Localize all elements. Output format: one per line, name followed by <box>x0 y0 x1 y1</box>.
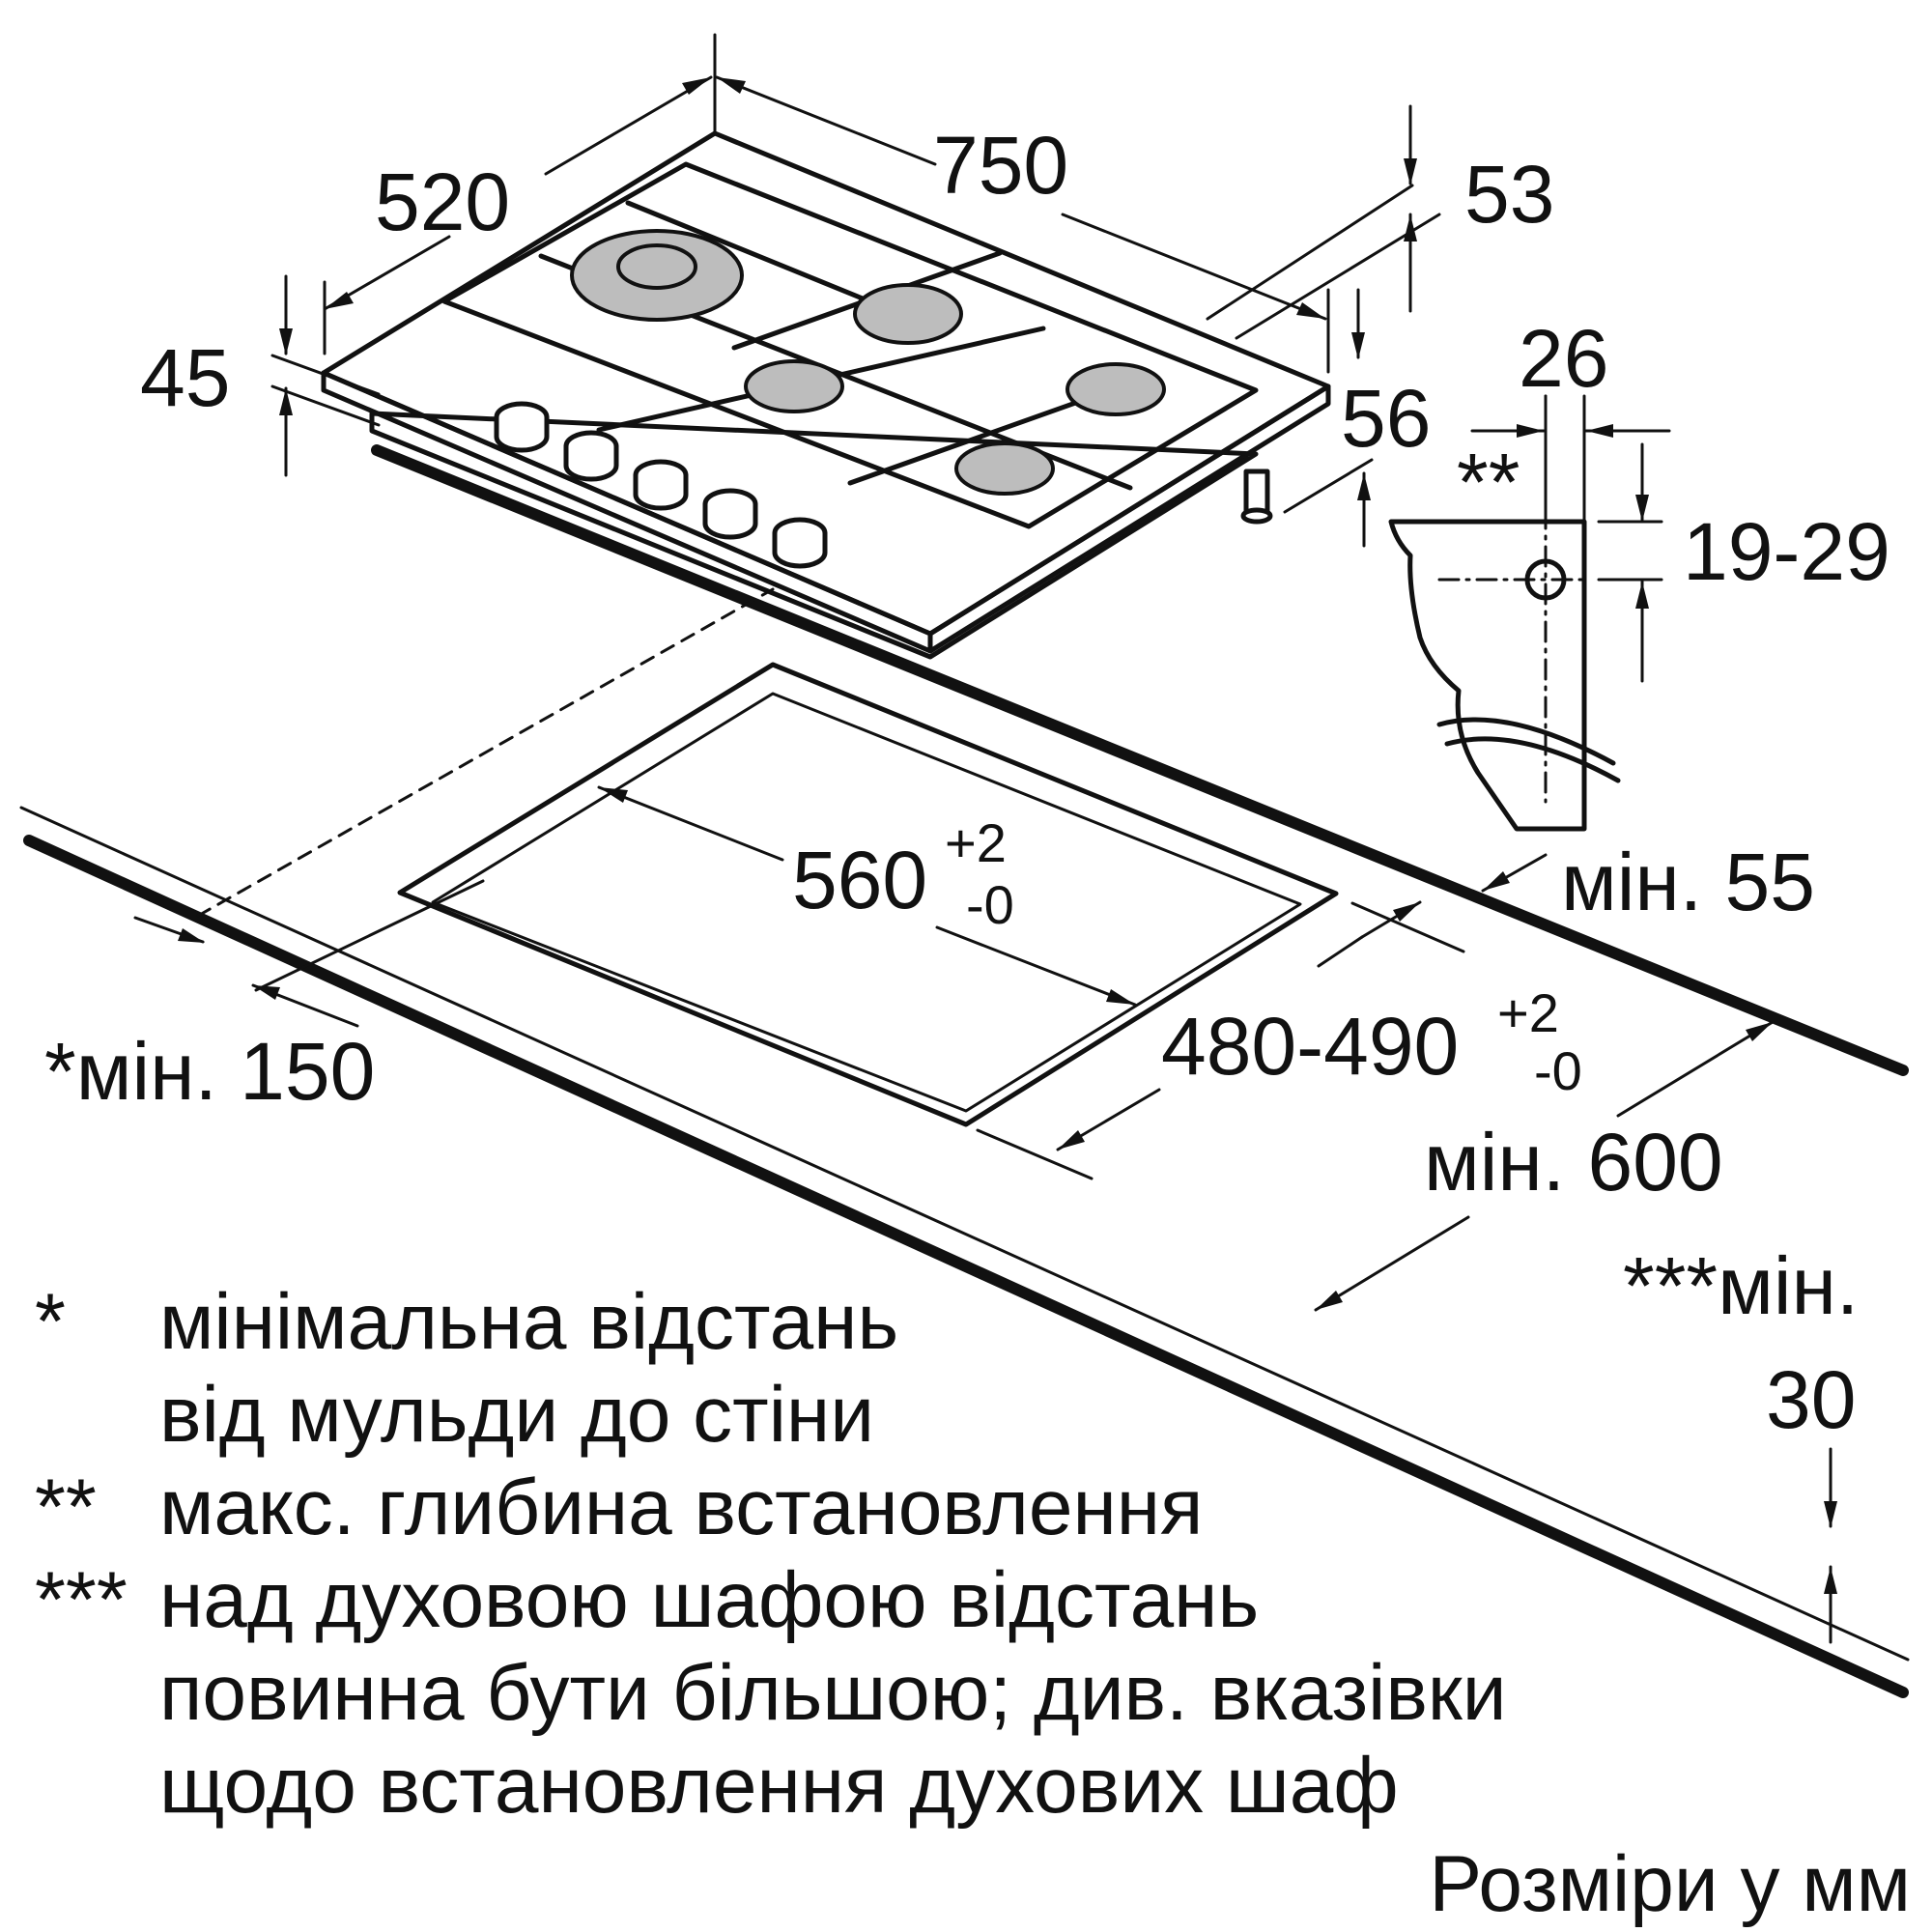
footnote-line: макс. глибина встановлення <box>159 1463 1203 1551</box>
dim-min-30-value: 30 <box>1766 1354 1856 1445</box>
footnotes: * мінімальна відстань від мульди до стін… <box>35 1278 1507 1830</box>
svg-text:480-490: 480-490 <box>1161 1001 1459 1092</box>
dim-26: 26 <box>1519 313 1608 404</box>
dim-cutout-480-490: 480-490 +2 -0 <box>1161 982 1582 1101</box>
dim-height-45: 45 <box>140 332 230 423</box>
svg-text:-0: -0 <box>1534 1040 1582 1101</box>
control-knobs <box>494 401 828 569</box>
gas-hob <box>321 130 1331 660</box>
svg-text:+2: +2 <box>945 812 1007 873</box>
burner-front-middle <box>744 359 844 413</box>
dim-53: 53 <box>1464 149 1554 240</box>
dim-width-750: 750 <box>933 120 1068 211</box>
gas-connector <box>1240 469 1273 525</box>
footnote-marker: ** <box>35 1463 97 1551</box>
dim-min-150: *мін. 150 <box>44 1026 375 1117</box>
footnote-line: мінімальна відстань <box>159 1278 898 1366</box>
footnote-marker: *** <box>35 1556 128 1644</box>
svg-text:560: 560 <box>792 835 927 925</box>
footnote-marker: * <box>35 1278 66 1366</box>
dim-56: 56 <box>1341 373 1431 464</box>
countertop <box>19 444 1910 1698</box>
svg-text:+2: +2 <box>1497 982 1559 1043</box>
footnote-line: від мульди до стіни <box>159 1371 874 1459</box>
dim-max-depth-marker: ** <box>1457 437 1520 527</box>
footnote-line: щодо встановлення духових шаф <box>159 1742 1399 1830</box>
dimension-lines <box>133 33 1837 1644</box>
cutout-opening <box>397 662 1339 1127</box>
burner-rear-middle <box>853 283 963 345</box>
side-profile-detail <box>1388 394 1671 832</box>
dim-19-29: 19-29 <box>1683 506 1890 597</box>
burner-rear-right <box>1065 362 1166 416</box>
svg-text:-0: -0 <box>966 874 1014 935</box>
units-caption: Розміри у мм <box>1429 1840 1911 1928</box>
footnote-line: над духовою шафою відстань <box>159 1556 1259 1644</box>
dim-min-600: мін. 600 <box>1424 1117 1723 1208</box>
dim-min-55: мін. 55 <box>1561 837 1815 927</box>
footnote-line: повинна бути більшою; див. вказівки <box>159 1649 1507 1737</box>
dim-cutout-560: 560 +2 -0 <box>792 812 1014 935</box>
dim-min-30-label: ***мін. <box>1623 1240 1859 1331</box>
dim-depth-520: 520 <box>375 156 510 247</box>
burner-front-right <box>954 441 1055 496</box>
